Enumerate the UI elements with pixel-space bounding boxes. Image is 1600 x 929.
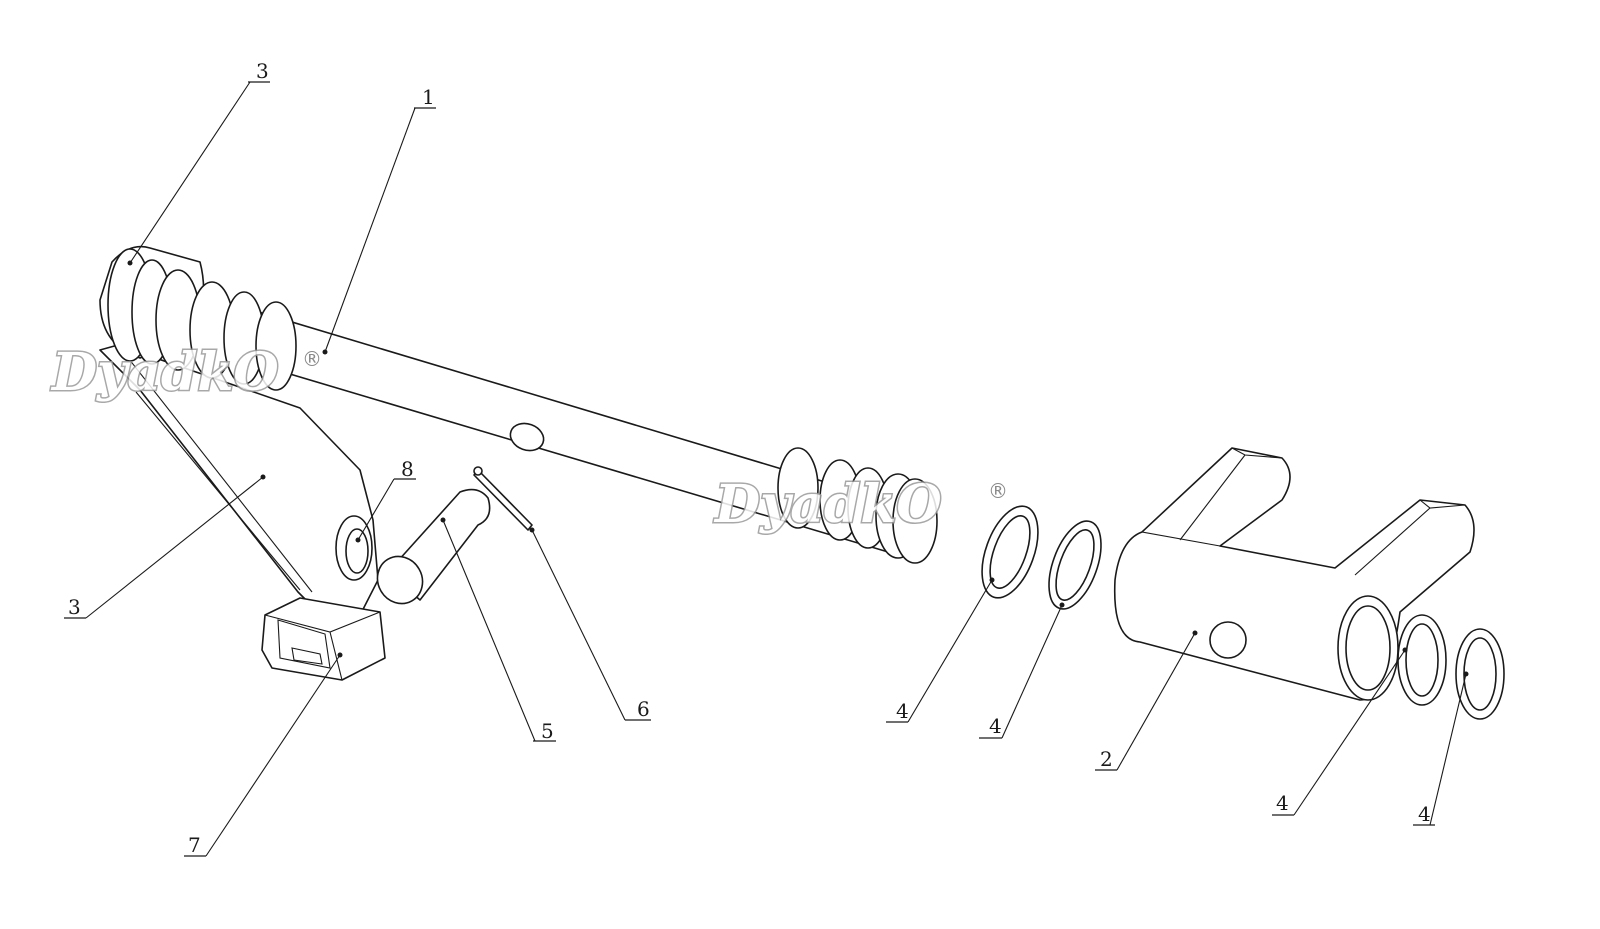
callout-3-left: 3 xyxy=(64,474,266,619)
svg-text:4: 4 xyxy=(896,699,909,723)
svg-text:DyadkO: DyadkO xyxy=(50,342,279,403)
callout-4-c: 4 xyxy=(1272,647,1408,816)
shaft-part xyxy=(99,245,938,564)
svg-text:7: 7 xyxy=(188,833,201,857)
callout-1: 1 xyxy=(322,85,436,355)
callout-4-b: 4 xyxy=(979,602,1065,739)
svg-text:®: ® xyxy=(988,479,1008,503)
svg-text:4: 4 xyxy=(1418,802,1431,826)
washer-part-a xyxy=(981,505,1039,599)
callout-5: 5 xyxy=(440,517,556,743)
watermark-center: DyadkO ® xyxy=(712,473,1009,537)
svg-text:DyadkO: DyadkO xyxy=(713,474,942,535)
svg-text:6: 6 xyxy=(637,697,650,721)
svg-text:4: 4 xyxy=(1276,791,1289,815)
svg-text:4: 4 xyxy=(989,714,1002,738)
bracket-part xyxy=(261,597,386,681)
callout-3-top: 3 xyxy=(127,59,270,266)
svg-text:2: 2 xyxy=(1100,747,1113,771)
washer-part-b xyxy=(1048,520,1102,610)
callout-2: 2 xyxy=(1095,630,1198,771)
svg-text:5: 5 xyxy=(541,719,554,743)
watermark-left: DyadkO ® xyxy=(49,341,323,405)
washer-part-d xyxy=(1455,628,1505,720)
svg-text:1: 1 xyxy=(422,85,435,109)
callout-8: 8 xyxy=(355,457,416,543)
callout-4-a: 4 xyxy=(886,577,995,723)
lever-arm-part xyxy=(99,344,379,626)
washer-part-c xyxy=(1397,614,1447,706)
yoke-part xyxy=(1113,447,1475,701)
callout-6: 6 xyxy=(529,527,651,721)
svg-text:3: 3 xyxy=(256,59,269,83)
svg-text:3: 3 xyxy=(68,595,81,619)
cotter-pin-part xyxy=(473,466,533,531)
svg-text:8: 8 xyxy=(401,457,414,481)
callout-7: 7 xyxy=(184,652,343,857)
svg-text:®: ® xyxy=(302,347,322,371)
callout-4-d: 4 xyxy=(1413,671,1469,826)
pin-part xyxy=(376,488,491,605)
